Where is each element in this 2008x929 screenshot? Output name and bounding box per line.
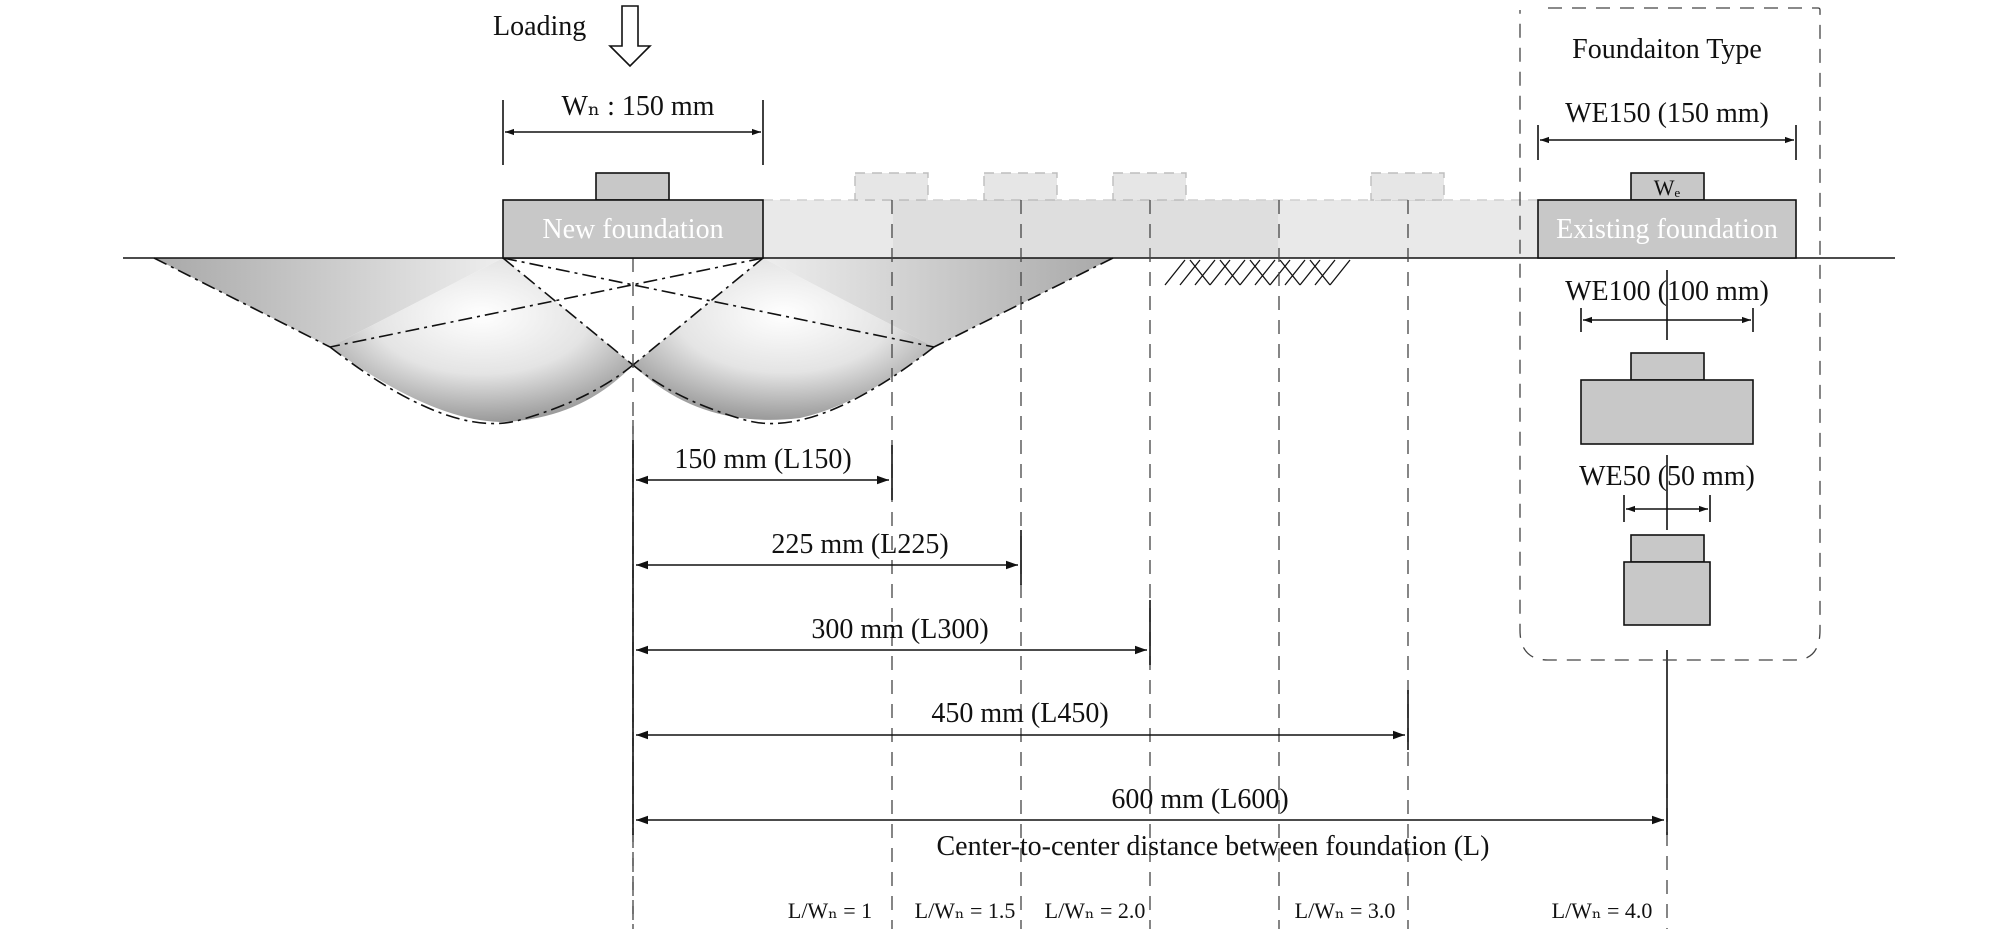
distance-l300-label: 300 mm (L300) (811, 614, 988, 645)
distance-caption: Center-to-center distance between founda… (937, 831, 1490, 862)
soil-hatch (1164, 259, 1351, 286)
new-foundation-load-plate (595, 172, 670, 201)
failure-zone (153, 257, 1114, 425)
ratio-label: L/Wₙ = 1 (788, 898, 872, 923)
new-foundation-footing (502, 199, 764, 259)
loading-indicator: Loading (493, 5, 652, 68)
loading-arrow-icon (608, 5, 652, 68)
distance-dimensions: 150 mm (L150) 225 mm (L225) 300 mm (L300… (636, 444, 1664, 862)
new-foundation-width-label: Wₙ : 150 mm (562, 91, 715, 122)
we100-footing (1580, 379, 1754, 445)
possible-positions-band (763, 172, 1538, 258)
existing-foundation-footing (1537, 199, 1797, 259)
distance-l450-label: 450 mm (L450) (931, 698, 1108, 729)
existing-width-symbol: Wₑ (1654, 175, 1681, 200)
ratio-labels: L/Wₙ = 1 L/Wₙ = 1.5 L/Wₙ = 2.0 L/Wₙ = 3.… (788, 898, 1653, 923)
ratio-label: L/Wₙ = 2.0 (1045, 898, 1146, 923)
distance-l150-label: 150 mm (L150) (674, 444, 851, 475)
ratio-label: L/Wₙ = 3.0 (1295, 898, 1396, 923)
ratio-label: L/Wₙ = 1.5 (915, 898, 1016, 923)
distance-l600-label: 600 mm (L600) (1111, 784, 1288, 815)
we50-footing (1623, 561, 1711, 626)
foundation-type-title: Foundaiton Type (1572, 34, 1762, 65)
existing-foundation-label: Existing foundation (1556, 214, 1778, 245)
new-foundation-label: New foundation (542, 214, 723, 245)
new-foundation: Wₙ : 150 mm New foundation (502, 91, 764, 259)
foundation-type-we150-label: WE150 (150 mm) (1565, 98, 1769, 129)
we100-load-plate (1630, 352, 1705, 381)
foundation-type-panel: Foundaiton Type WE150 (150 mm) Wₑ Existi… (1519, 7, 1821, 661)
we50-load-plate (1630, 534, 1705, 563)
ratio-label: L/Wₙ = 4.0 (1552, 898, 1653, 923)
distance-l225-label: 225 mm (L225) (771, 529, 948, 560)
loading-label: Loading (493, 11, 586, 42)
